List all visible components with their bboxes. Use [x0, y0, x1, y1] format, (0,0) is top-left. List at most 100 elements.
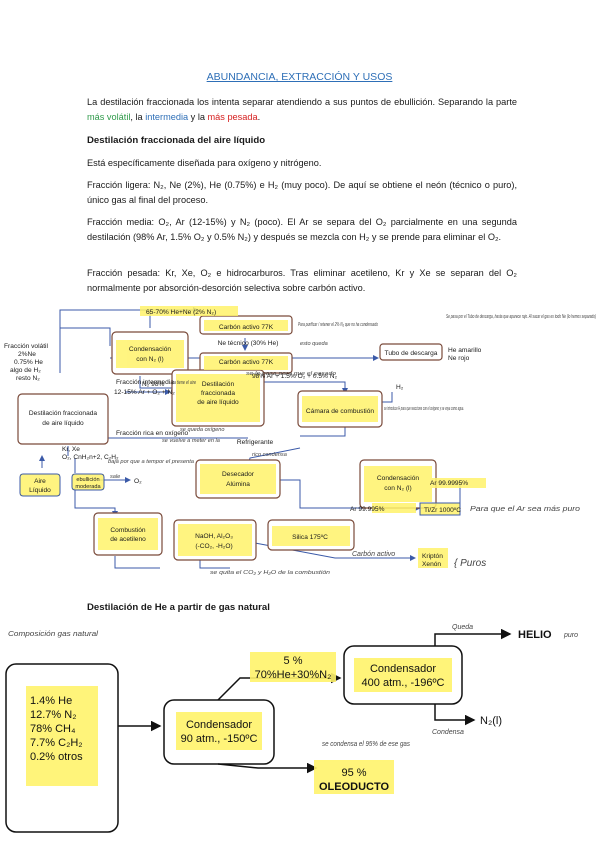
light-fraction-ne: 2%Ne [18, 351, 36, 358]
carbon2-label: Carbón activo 77K [219, 359, 274, 366]
cond1-line1: Condensador [186, 719, 252, 731]
paragraph-light-fraction: Fracción ligera: N₂, Ne (2%), He (0.75%)… [87, 180, 517, 205]
desecador-line2: Alúmina [226, 481, 250, 488]
composition-ch4: 78% CH₄ [30, 723, 76, 735]
carbon1-label: Carbón activo 77K [219, 324, 274, 331]
cond2-line1: Condensador [370, 663, 436, 675]
helium-diagram: 1.4% He 12.7% N₂ 78% CH₄ 7.7% C₂H₂ 0.2% … [5, 624, 578, 833]
heavy-fraction-line2: O₂, CnH₂n+2, C₂H₂ [62, 454, 119, 461]
intro-sep: , la [130, 112, 146, 122]
mid-fraction-label: Fracción intermedia [116, 379, 174, 386]
top-arrow-label: 65-70% He+Ne (2% N₂) [146, 309, 216, 316]
ne-tecnico-label: Ne técnico (30% He) [218, 340, 279, 347]
note-queda: Queda [452, 624, 473, 631]
page-title: ABUNDANCIA, EXTRACCIÓN Y USOS [206, 71, 393, 83]
note-introduce-h: se introduce H para que reaccione con el… [384, 406, 464, 412]
composition-he: 1.4% He [30, 695, 72, 707]
note-puros: { Puros [454, 558, 486, 569]
refrigerante-label: Refrigerante [237, 439, 274, 446]
mid-composition-label: 12-15% Ar + O₂ + N₂ [114, 389, 175, 396]
n2-98-label: N₂ 98% [142, 381, 164, 388]
light-fraction-label: Fracción volátil [4, 343, 49, 350]
air-distillation-diagram: Fracción volátil 2%Ne 0.75% He algo de H… [4, 306, 596, 576]
note-puro: puro [563, 632, 578, 639]
air-liquid-line2: Líquido [29, 487, 51, 494]
note-composition: Composición gas natural [8, 631, 99, 638]
helio-label: HELIO [518, 629, 552, 641]
note-baja: baja por que a tempor el presenta [108, 459, 194, 465]
section-heading-helium: Destilación de He a partir de gas natura… [87, 602, 270, 613]
desecador-line1: Desecador [222, 471, 255, 478]
naoh-line1: NaOH, Al₂O₃ [195, 533, 233, 540]
kripton-line1: Kriptón [422, 553, 443, 560]
n2l-label: N₂(l) [480, 715, 502, 727]
intro-paragraph: La destilación fraccionada los intenta s… [87, 95, 517, 125]
paragraph-heavy-fraction: Fracción pesada: Kr, Xe, O₂ e hidrocarbu… [87, 268, 517, 293]
oleoducto-label: OLEODUCTO [319, 781, 390, 793]
ebullicion-line1: ebullición [76, 477, 99, 483]
intro-sep: . [257, 112, 261, 122]
paragraph-design: Está específicamente diseñada para oxíge… [87, 158, 322, 168]
naoh-line2: (-CO₂, -H₂O) [195, 543, 232, 550]
ar-99-label: Ar 99.995% [350, 506, 385, 513]
note-rico: rico condensa [252, 452, 287, 458]
composition-c2h2: 7.7% C₂H₂ [30, 737, 83, 749]
note-ar-puro: Para que el Ar sea más puro [470, 504, 580, 513]
condensation-n2-line1: Condensación [129, 346, 171, 353]
note-purify: Para purificar / retener el 2% N₂ que no… [298, 322, 378, 328]
condensation-n2-line2: con N₂ (l) [136, 356, 163, 363]
volatile-label: más volátil [87, 112, 131, 122]
rich-o2-label: Fracción rica en oxígeno [116, 430, 189, 437]
cond1-line2: 90 atm., -150ºC [181, 733, 258, 745]
note-sale: sale [110, 474, 120, 480]
note-condense-95: se condensa el 95% de ese gas [322, 741, 410, 748]
air-liquid-line1: Aire [34, 478, 46, 485]
dest2-line3: de aire líquido [197, 399, 239, 406]
intro-text: La destilación fraccionada los intenta s… [87, 97, 517, 107]
mix-composition: 70%He+30%N₂ [255, 669, 332, 681]
light-fraction-h2: algo de H₂ [10, 367, 41, 374]
note-vuelve: se vuelve a meter en la [162, 438, 220, 444]
silica-label: Silica 175ºC [292, 534, 328, 541]
note-pasa: se le pasa para que el pasado [246, 371, 336, 377]
cond-ar-line1: Condensación [377, 475, 419, 482]
note-condensa: Condensa [432, 729, 464, 736]
ebullicion-line2: moderada [75, 484, 101, 490]
cond2-line2: 400 atm., -196ºC [362, 677, 445, 689]
composition-otros: 0.2% otros [30, 751, 83, 763]
section-heading-air: Destilación fraccionada del aire líquido [87, 135, 266, 146]
tubo-label: Tubo de descarga [385, 350, 438, 357]
camara-label: Cámara de combustión [306, 408, 375, 415]
intermediate-label: intermedia [145, 112, 189, 122]
dest2-line1: Destilación [202, 381, 235, 388]
ar-99-top-label: Ar 99.9995% [430, 480, 468, 487]
distillation-box-line2: de aire líquido [42, 420, 84, 427]
light-fraction-he: 0.75% He [14, 359, 43, 366]
h2-label: H₂ [396, 384, 404, 391]
note-queda: esto queda [300, 341, 328, 347]
oleoducto-percent: 95 % [341, 767, 366, 779]
distillation-box-line1: Destilación fraccionada [29, 410, 98, 417]
mix-percent: 5 % [284, 655, 303, 667]
combustion-line2: de acetileno [110, 536, 146, 543]
kripton-line2: Xenón [422, 561, 441, 568]
note-quita-co2: se quita el CO₂ y H₂O de la combustión [210, 570, 330, 576]
note-oxigeno: se queda oxígeno [180, 427, 224, 433]
cond-ar-line2: con N₂ (l) [384, 485, 411, 492]
combustion-line1: Combustión [110, 527, 146, 534]
intro-sep: y la [188, 112, 208, 122]
note-carbon: Carbón activo [352, 551, 395, 558]
he-amarillo-label: He amarillo [448, 347, 482, 354]
heavy-fraction-line1: Kr, Xe [62, 446, 80, 453]
paragraph-mid-fraction: Fracción media: O₂, Ar (12-15%) y N₂ (po… [87, 217, 517, 242]
ar-mix-label: 98% Ar + 1.5% O₂ + 0.5% N₂ [252, 373, 337, 380]
o2-output-label: O₂ [134, 478, 142, 485]
heavy-label: más pesada [207, 112, 258, 122]
tizr-label: Ti/Zr 1000ºC [424, 507, 461, 514]
dest2-line2: fraccionada [201, 390, 235, 397]
light-fraction-n2: resto N₂ [16, 375, 40, 382]
note-aire: ya tiene el aire [171, 380, 196, 386]
ne-rojo-label: Ne rojo [448, 355, 470, 362]
note-tubo: Se pasa por el Tubo de descarga, hasta q… [446, 314, 596, 320]
composition-n2: 12.7% N₂ [30, 709, 76, 721]
